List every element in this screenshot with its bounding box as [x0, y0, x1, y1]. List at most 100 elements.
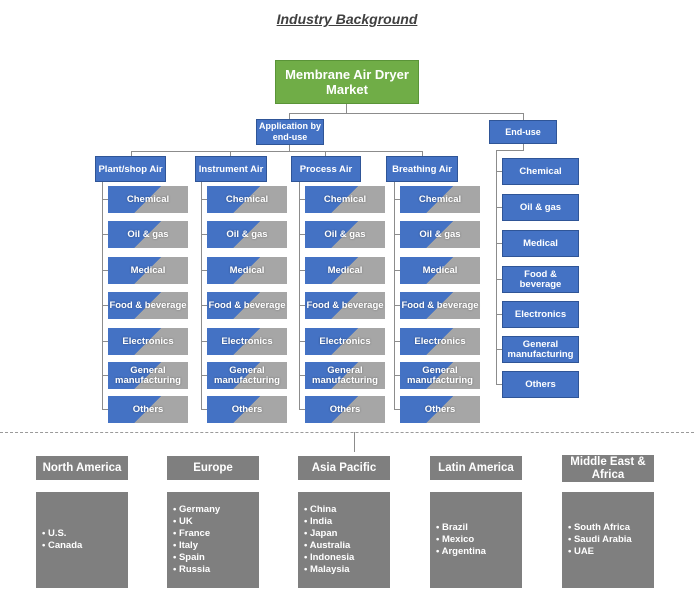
- connector: [299, 375, 305, 376]
- leaf-node: Chemical: [400, 186, 480, 213]
- country-item: • India: [304, 516, 333, 527]
- connector: [201, 234, 207, 235]
- leaf-node: Medical: [400, 257, 480, 284]
- connector: [102, 305, 108, 306]
- country-item: • Indonesia: [304, 552, 355, 563]
- country-item: • France: [173, 528, 211, 539]
- connector: [394, 182, 395, 409]
- connector: [131, 151, 132, 157]
- region-header: North America: [36, 456, 128, 480]
- leaf-node: Food & beverage: [207, 292, 287, 319]
- leaf-node: Medical: [108, 257, 188, 284]
- country-item: • UAE: [568, 546, 595, 557]
- connector: [299, 341, 305, 342]
- region-header: Middle East & Africa: [562, 455, 654, 482]
- connector: [496, 279, 502, 280]
- connector: [102, 270, 108, 271]
- region-countries: • South Africa• Saudi Arabia• UAE: [562, 492, 654, 588]
- connector: [496, 314, 502, 315]
- leaf-node: Oil & gas: [207, 221, 287, 248]
- country-item: • Brazil: [436, 522, 468, 533]
- connector: [299, 305, 305, 306]
- connector: [102, 375, 108, 376]
- connector: [289, 145, 290, 152]
- leaf-node: Electronics: [207, 328, 287, 355]
- region-countries: • U.S.• Canada: [36, 492, 128, 588]
- leaf-node: Medical: [207, 257, 287, 284]
- connector: [496, 384, 502, 385]
- country-item: • Italy: [173, 540, 198, 551]
- connector: [394, 375, 400, 376]
- country-item: • Australia: [304, 540, 351, 551]
- region-countries: • Brazil• Mexico• Argentina: [430, 492, 522, 588]
- leaf-node: Oil & gas: [305, 221, 385, 248]
- country-item: • Russia: [173, 564, 211, 575]
- country-item: • Saudi Arabia: [568, 534, 632, 545]
- leaf-node: General manufacturing: [207, 362, 287, 389]
- connector: [131, 151, 422, 152]
- country-item: • Malaysia: [304, 564, 350, 575]
- connector: [201, 305, 207, 306]
- connector: [102, 199, 108, 200]
- connector: [102, 234, 108, 235]
- leaf-node: Food & beverage: [305, 292, 385, 319]
- connector: [201, 182, 202, 409]
- region-countries: • Germany• UK• France• Italy• Spain• Rus…: [167, 492, 259, 588]
- enduse-leaf-node: Chemical: [502, 158, 579, 185]
- region-countries: • China• India• Japan• Australia• Indone…: [298, 492, 390, 588]
- connector: [496, 207, 502, 208]
- country-item: • China: [304, 504, 337, 515]
- connector: [201, 375, 207, 376]
- connector: [394, 199, 400, 200]
- country-item: • Germany: [173, 504, 221, 515]
- enduse-leaf-node: Others: [502, 371, 579, 398]
- connector: [289, 113, 290, 120]
- enduse-leaf-node: Food & beverage: [502, 266, 579, 293]
- connector: [102, 409, 108, 410]
- country-item: • Japan: [304, 528, 338, 539]
- connector: [299, 234, 305, 235]
- leaf-node: Others: [207, 396, 287, 423]
- category-node: Breathing Air: [386, 156, 458, 182]
- country-item: • Canada: [42, 540, 83, 551]
- country-item: • Argentina: [436, 546, 486, 557]
- connector: [346, 104, 347, 114]
- connector: [201, 341, 207, 342]
- country-item: • Mexico: [436, 534, 475, 545]
- leaf-node: General manufacturing: [108, 362, 188, 389]
- connector: [325, 151, 326, 157]
- connector: [201, 409, 207, 410]
- connector: [299, 409, 305, 410]
- connector: [496, 171, 502, 172]
- connector: [230, 151, 231, 157]
- leaf-node: Food & beverage: [400, 292, 480, 319]
- page-title: Industry Background: [276, 11, 418, 27]
- leaf-node: Electronics: [108, 328, 188, 355]
- application-node: Application by end-use: [256, 119, 324, 145]
- leaf-node: Electronics: [305, 328, 385, 355]
- enduse-node: End-use: [489, 120, 557, 144]
- connector: [394, 234, 400, 235]
- category-node: Process Air: [291, 156, 361, 182]
- connector: [299, 199, 305, 200]
- category-node: Instrument Air: [195, 156, 267, 182]
- enduse-leaf-node: Oil & gas: [502, 194, 579, 221]
- leaf-node: Electronics: [400, 328, 480, 355]
- country-item: • Spain: [173, 552, 205, 563]
- enduse-leaf-node: Medical: [502, 230, 579, 257]
- leaf-node: General manufacturing: [305, 362, 385, 389]
- region-header: Latin America: [430, 456, 522, 480]
- leaf-node: Chemical: [305, 186, 385, 213]
- region-header: Europe: [167, 456, 259, 480]
- connector: [496, 349, 502, 350]
- connector: [394, 409, 400, 410]
- connector: [289, 113, 523, 114]
- connector: [394, 270, 400, 271]
- country-item: • South Africa: [568, 522, 631, 533]
- leaf-node: General manufacturing: [400, 362, 480, 389]
- region-header: Asia Pacific: [298, 456, 390, 480]
- leaf-node: Food & beverage: [108, 292, 188, 319]
- leaf-node: Others: [400, 396, 480, 423]
- enduse-leaf-node: General manufacturing: [502, 336, 579, 363]
- leaf-node: Chemical: [207, 186, 287, 213]
